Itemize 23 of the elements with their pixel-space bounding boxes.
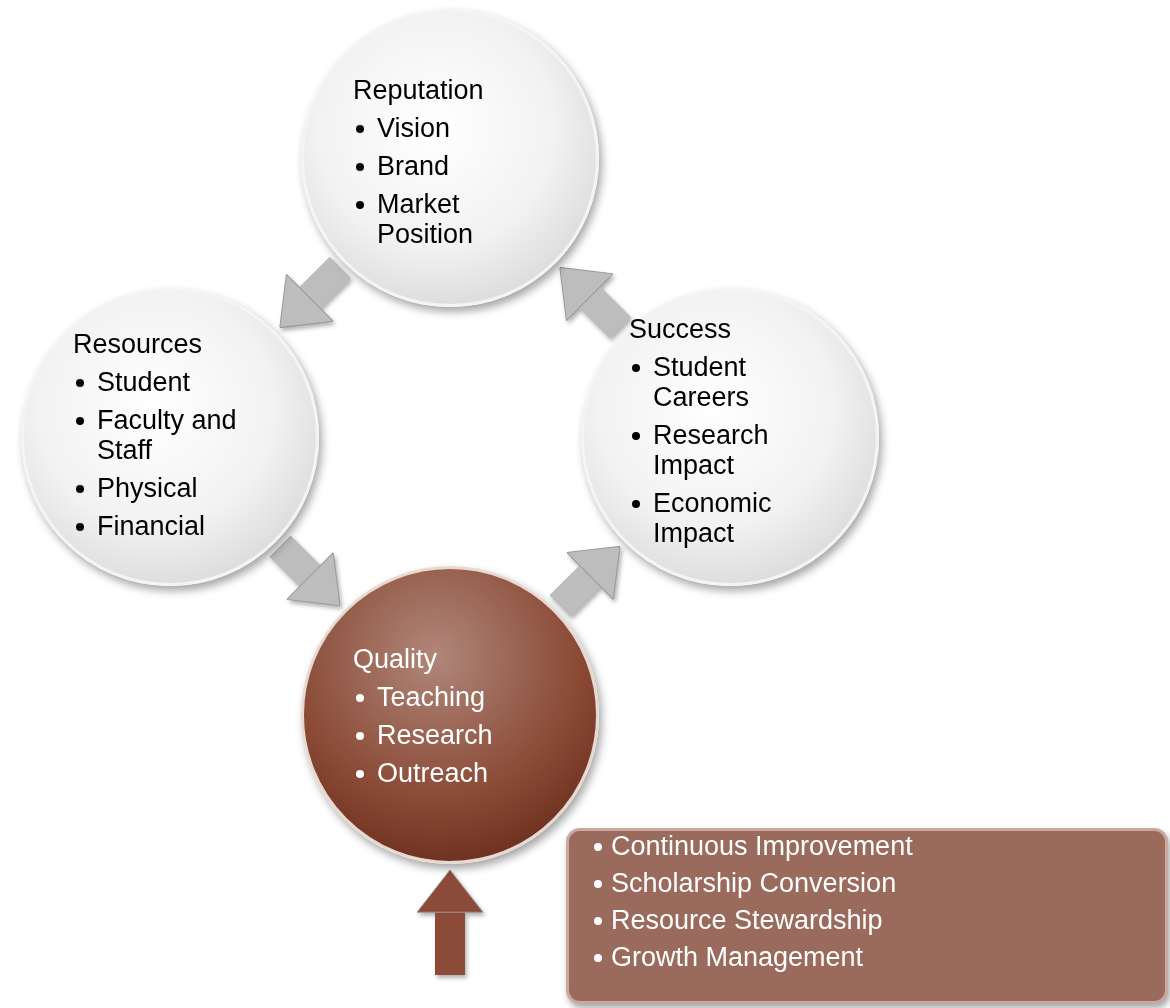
bullet-item: Research [377, 720, 493, 750]
bullet-item: Physical [97, 473, 198, 503]
bullet-item: Resource Stewardship [611, 905, 883, 935]
bullet-item: Brand [377, 151, 450, 181]
circle-heading: Reputation [353, 75, 485, 105]
bullet-item: Teaching [377, 682, 486, 712]
bullet-item: Faculty and Staff [97, 405, 237, 465]
bullet-item: Outreach [377, 758, 489, 788]
circle-heading: Resources [73, 329, 204, 359]
bullet-item: Student Careers [653, 352, 750, 412]
bullet-item: Market Position [377, 189, 474, 249]
bullet-item: Economic Impact [653, 488, 772, 548]
bullet-item: Financial [97, 511, 206, 541]
bullet-item: Research Impact [653, 420, 769, 480]
bullet-item: Vision [377, 113, 451, 143]
bullet-item: Continuous Improvement [611, 831, 913, 861]
block-arrow [416, 869, 484, 975]
notes-panel [566, 828, 1168, 1004]
circle-heading: Success [629, 314, 733, 344]
bullet-item: Scholarship Conversion [611, 868, 897, 898]
bullet-item: Student [97, 367, 191, 397]
circle-heading: Quality [353, 644, 439, 674]
bullet-item: Growth Management [611, 942, 864, 972]
